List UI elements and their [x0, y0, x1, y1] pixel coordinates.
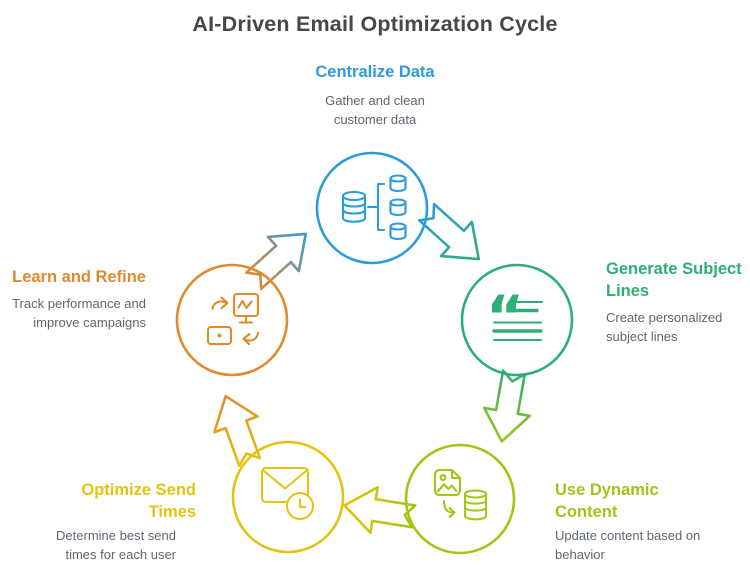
arrow-subject-to-dynamic [483, 369, 531, 443]
node-label-use-dynamic-content: Use Dynamic Content [555, 481, 659, 521]
node-label-generate-subject-lines: Generate Subject Lines [606, 260, 742, 300]
monitor-refresh-icon [206, 292, 260, 346]
node-circle-use-dynamic-content [404, 443, 516, 555]
node-label-centralize-data: Centralize Data [315, 63, 435, 81]
node-circle-optimize-send-times [231, 440, 345, 554]
node-circle-generate-subject-lines [460, 263, 574, 377]
node-label-learn-and-refine: Learn and Refine [12, 268, 146, 286]
arrow-learn-to-centralize [245, 232, 308, 291]
node-description-use-dynamic-content: Update content based on behavior [555, 528, 701, 562]
arrow-sendtimes-to-learn [213, 394, 262, 468]
image-to-data-icon [433, 468, 488, 521]
node-description-optimize-send-times: Determine best send times for each user [56, 528, 176, 562]
page-title: AI-Driven Email Optimization Cycle [192, 12, 558, 36]
node-circle-learn-and-refine [175, 263, 289, 377]
node-description-learn-and-refine: Track performance and improve campaigns [12, 296, 146, 330]
arrow-centralize-to-subject [418, 202, 481, 261]
node-label-optimize-send-times: Optimize Send Times [81, 481, 196, 521]
node-circle-centralize-data [315, 151, 429, 265]
node-description-centralize-data: Gather and clean customer data [325, 93, 425, 127]
database-merge-icon [341, 174, 407, 241]
node-description-generate-subject-lines: Create personalized subject lines [606, 310, 723, 344]
quote-text-icon: “ [486, 283, 543, 351]
envelope-clock-icon [260, 466, 315, 521]
